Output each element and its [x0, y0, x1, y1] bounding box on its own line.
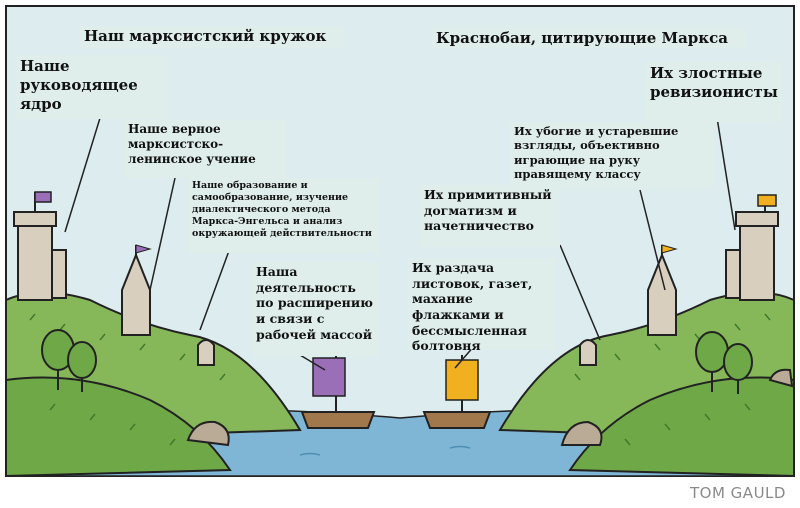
left-boat — [300, 355, 376, 429]
label-views: Их убогие и устаревшие взгляды, объектив… — [510, 122, 714, 188]
left-sail — [312, 357, 346, 397]
label-leaflets: Их раздача листовок, газет, махание флаж… — [408, 258, 556, 353]
label-education: Наше образование и самообразование, изуч… — [188, 178, 380, 253]
right-flag — [757, 194, 777, 207]
right-hut — [579, 339, 597, 366]
left-title: Наш марксистский кружок — [80, 26, 344, 48]
left-rock — [186, 420, 230, 447]
label-dogmatism: Их примитивный догматизм и начетничество — [420, 185, 560, 247]
right-trees — [695, 331, 753, 394]
label-revisionists: Их злостные ревизионисты — [646, 62, 782, 122]
left-spire — [121, 244, 152, 336]
right-rock — [560, 420, 603, 446]
right-hill-front — [568, 376, 795, 478]
pointer-lines — [64, 104, 736, 371]
right-sail — [445, 359, 479, 401]
label-teaching: Наше верное марксистско-ленинское учение — [124, 120, 286, 178]
left-main-tower — [13, 191, 67, 301]
right-main-tower — [725, 194, 779, 301]
label-activity: Наша деятельность по расширению и связи … — [252, 262, 380, 356]
left-hill-front — [5, 376, 232, 478]
artist-credit: TOM GAULD — [690, 484, 786, 502]
left-trees — [41, 329, 97, 392]
right-boat — [422, 355, 492, 429]
label-core: Наше руководящее ядро — [16, 55, 168, 119]
right-title: Краснобаи, цитирующие Маркса — [432, 28, 746, 48]
right-spire — [647, 244, 678, 336]
left-flag — [34, 191, 52, 203]
left-hut — [197, 339, 215, 366]
